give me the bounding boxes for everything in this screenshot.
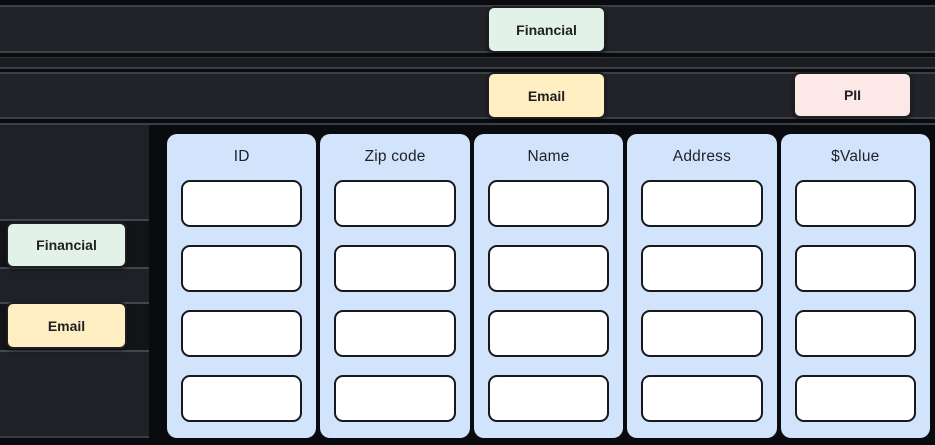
column-cells (474, 180, 623, 422)
column-cells (320, 180, 469, 422)
column-header: Name (527, 148, 570, 165)
label-row-email-pii[interactable] (0, 72, 935, 119)
table-cell[interactable] (334, 180, 456, 227)
table-cell[interactable] (487, 180, 610, 227)
table-cell[interactable] (794, 245, 917, 292)
table-cell[interactable] (487, 310, 610, 357)
column-cells (781, 180, 930, 422)
table-cell[interactable] (487, 245, 610, 292)
table-cell[interactable] (794, 180, 917, 227)
table-cell[interactable] (334, 245, 456, 292)
financial-badge-top[interactable]: Financial (487, 6, 606, 53)
table-cell[interactable] (487, 375, 610, 422)
table-cell[interactable] (641, 310, 763, 357)
data-table: ID Zip code Name Address $Value (167, 134, 931, 438)
content-divider (0, 123, 935, 125)
table-cell[interactable] (641, 180, 763, 227)
table-cell[interactable] (794, 375, 917, 422)
column-cells (627, 180, 776, 422)
table-cell[interactable] (181, 180, 303, 227)
column-header: Address (672, 148, 732, 165)
table-cell[interactable] (641, 245, 763, 292)
financial-badge-sidebar[interactable]: Financial (6, 222, 127, 268)
email-badge-top[interactable]: Email (487, 72, 606, 119)
label-row-financial[interactable] (0, 5, 935, 53)
table-cell[interactable] (334, 375, 456, 422)
table-column: $Value (780, 134, 931, 438)
table-column: Address (627, 134, 777, 438)
email-badge-sidebar[interactable]: Email (6, 302, 127, 349)
table-cell[interactable] (181, 310, 303, 357)
column-header: $Value (831, 148, 880, 165)
table-column: Zip code (320, 134, 470, 438)
pii-badge-top[interactable]: PII (793, 72, 912, 118)
table-cell[interactable] (334, 310, 456, 357)
label-row-collapsed (0, 57, 935, 69)
column-cells (167, 180, 316, 422)
table-column: ID (167, 134, 317, 438)
table-cell[interactable] (641, 375, 763, 422)
table-cell[interactable] (181, 245, 303, 292)
table-column: Name (473, 134, 624, 438)
table-cell[interactable] (181, 375, 303, 422)
label-sidebar-panel: Financial Email (0, 125, 149, 438)
column-header: Zip code (364, 148, 426, 165)
table-cell[interactable] (794, 310, 917, 357)
column-header: ID (233, 148, 250, 165)
